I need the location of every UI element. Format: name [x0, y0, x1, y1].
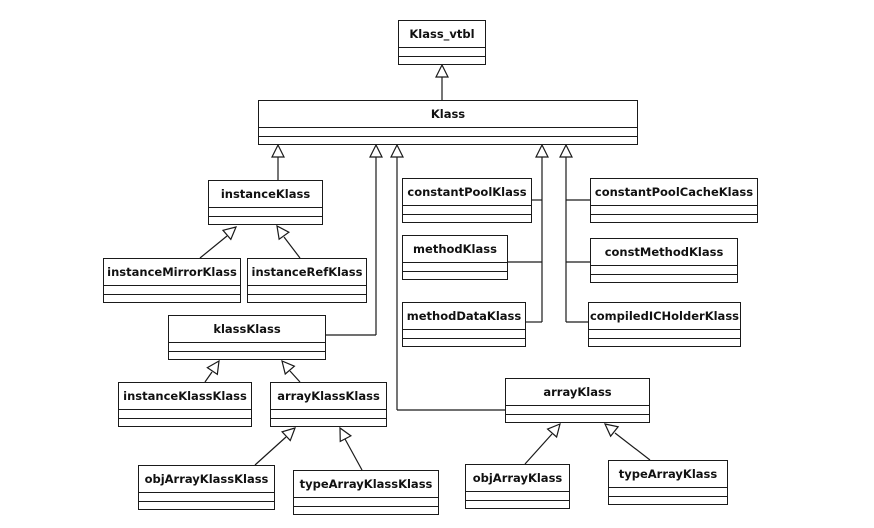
- class-type-array-klass: typeArrayKlass: [608, 460, 728, 505]
- inheritance-arrowhead: [276, 224, 291, 241]
- inheritance-arrowhead: [603, 423, 620, 438]
- inheritance-arrowhead: [206, 359, 220, 376]
- class-name: instanceRefKlass: [248, 259, 366, 286]
- class-instance-klass-klass: instanceKlassKlass: [118, 382, 252, 427]
- edge-obj-array-klass-klass: [254, 436, 287, 466]
- class-name: instanceKlassKlass: [119, 383, 251, 410]
- inheritance-arrowhead: [435, 63, 449, 78]
- edge-obj-array-klass: [524, 433, 553, 465]
- class-name: constantPoolCacheKlass: [591, 179, 757, 206]
- edge-type-array-klass-klass: [344, 438, 363, 471]
- class-klass-vtbl: Klass_vtbl: [398, 20, 486, 65]
- class-name: Klass: [259, 101, 637, 128]
- edge-instance-ref-klass: [283, 236, 301, 259]
- edge-instance-klass-klass: [204, 371, 213, 383]
- inheritance-arrowhead: [271, 143, 285, 158]
- class-name: objArrayKlassKlass: [139, 466, 274, 493]
- class-name: typeArrayKlassKlass: [294, 471, 438, 498]
- class-name: constMethodKlass: [591, 239, 737, 266]
- class-name: klassKlass: [169, 316, 325, 343]
- class-klass-klass: klassKlass: [168, 315, 326, 360]
- class-type-array-klass-klass: typeArrayKlassKlass: [293, 470, 439, 515]
- class-name: arrayKlass: [506, 379, 649, 406]
- class-name: constantPoolKlass: [403, 179, 531, 206]
- class-name: methodKlass: [403, 236, 507, 263]
- class-name: objArrayKlass: [466, 465, 569, 492]
- class-name: instanceKlass: [209, 181, 322, 208]
- class-array-klass-klass: arrayKlassKlass: [270, 382, 387, 427]
- class-const-method-klass: constMethodKlass: [590, 238, 738, 283]
- inheritance-arrowhead: [221, 226, 238, 241]
- class-name: methodDataKlass: [403, 303, 525, 330]
- class-method-data-klass: methodDataKlass: [402, 302, 526, 347]
- class-obj-array-klass: objArrayKlass: [465, 464, 570, 509]
- inheritance-arrowhead: [390, 143, 404, 158]
- edge-array-klass-klass: [289, 370, 301, 383]
- class-name: instanceMirrorKlass: [104, 259, 240, 286]
- class-klass: Klass: [258, 100, 638, 145]
- class-instance-ref-klass: instanceRefKlass: [247, 258, 367, 303]
- class-array-klass: arrayKlass: [505, 378, 650, 423]
- class-name: compiledICHolderKlass: [589, 303, 740, 330]
- class-instance-mirror-klass: instanceMirrorKlass: [103, 258, 241, 303]
- inheritance-arrowhead: [281, 359, 296, 376]
- inheritance-arrowhead: [535, 143, 549, 158]
- inheritance-arrowhead: [281, 427, 296, 442]
- class-name: arrayKlassKlass: [271, 383, 386, 410]
- class-obj-array-klass-klass: objArrayKlassKlass: [138, 465, 275, 510]
- edge-instance-mirror-klass: [199, 235, 228, 259]
- edge-type-array-klass: [614, 432, 651, 461]
- inheritance-arrowhead: [369, 143, 383, 158]
- class-instance-klass: instanceKlass: [208, 180, 323, 225]
- class-compiled-ic-holder-klass: compiledICHolderKlass: [588, 302, 741, 347]
- class-method-klass: methodKlass: [402, 235, 508, 280]
- inheritance-arrowhead: [546, 422, 561, 439]
- inheritance-arrowhead: [339, 426, 353, 443]
- class-name: Klass_vtbl: [399, 21, 485, 48]
- class-constant-pool-klass: constantPoolKlass: [402, 178, 532, 223]
- inheritance-arrowhead: [559, 143, 573, 158]
- class-name: typeArrayKlass: [609, 461, 727, 488]
- class-constant-pool-cache-klass: constantPoolCacheKlass: [590, 178, 758, 223]
